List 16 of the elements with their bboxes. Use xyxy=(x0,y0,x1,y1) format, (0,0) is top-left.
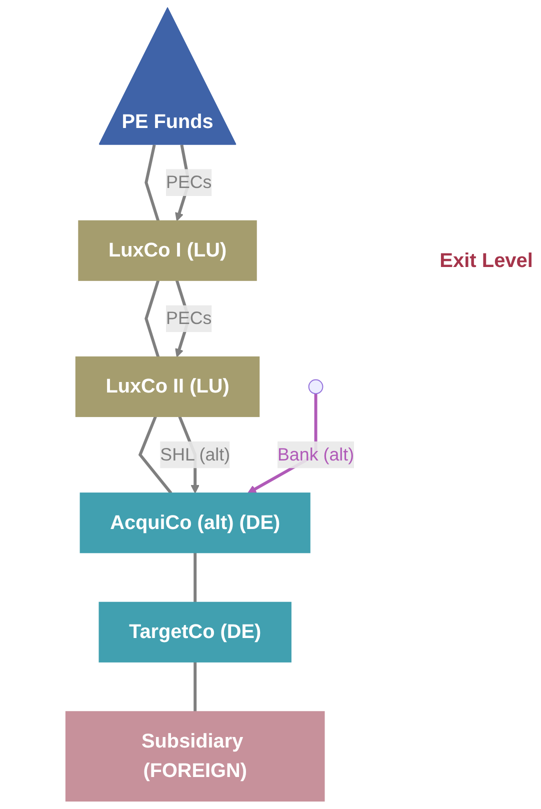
connector xyxy=(144,280,160,358)
level-note: Exit Level xyxy=(440,250,533,273)
node-box xyxy=(98,602,292,662)
node-box xyxy=(75,356,260,418)
node-box xyxy=(78,220,257,281)
edge-label: PECs xyxy=(166,308,212,328)
flowchart-drawing: PECs PECs SHL (alt) Bank (alt) PE Funds LuxCo I (LU) LuxCo II (LU) AcquiCo (alt) (DE) TargetCo (DE) Subsidiary (FOREIGN) xyxy=(57,0,363,809)
edge-label: PECs xyxy=(166,172,212,192)
edge-label: Bank (alt) xyxy=(278,444,354,464)
connector xyxy=(138,416,172,494)
node-box xyxy=(80,492,310,554)
connector xyxy=(144,144,160,222)
connector xyxy=(194,552,197,602)
node-box xyxy=(65,711,325,802)
edge-label: SHL (alt) xyxy=(160,444,230,464)
connector xyxy=(194,662,197,712)
